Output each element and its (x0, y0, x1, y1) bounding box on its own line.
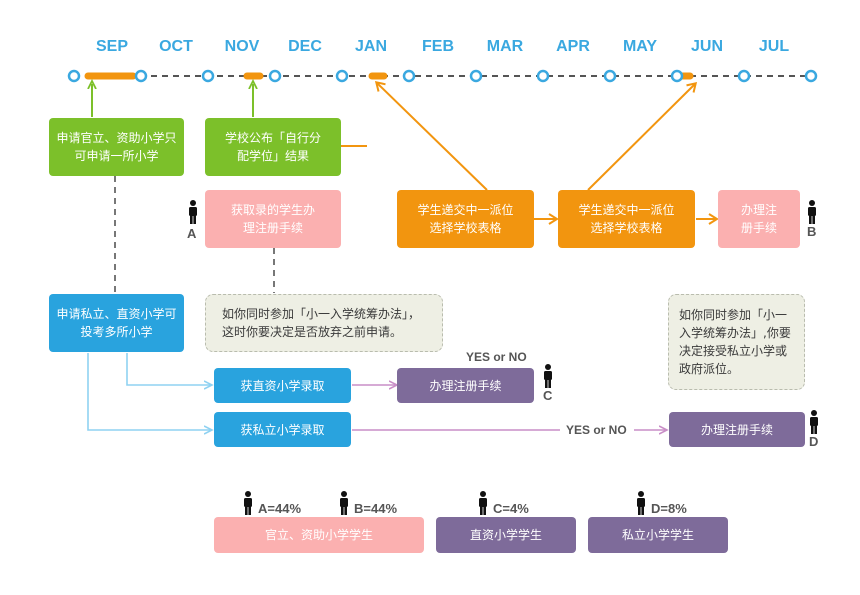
legend-stat-c: C=4% (493, 501, 529, 516)
box-register-d: 办理注册手续 (669, 412, 805, 447)
legend-box-direct-subsidy: 直资小学学生 (436, 517, 576, 553)
legend-stat-a: A=44% (258, 501, 301, 516)
label-b: B (807, 224, 817, 239)
arrow-private-to-direct (126, 353, 211, 385)
legend-stat-b: B=44% (354, 501, 397, 516)
month-feb: FEB (422, 38, 454, 55)
month-sep: SEP (95, 38, 128, 55)
yes-or-no-label-2: YES or NO (566, 423, 627, 437)
person-icon (244, 491, 252, 515)
month-jul: JUL (758, 38, 790, 55)
box-register-b: 办理注册手续 (718, 190, 800, 248)
arrow-private-to-privateadmit (87, 353, 211, 430)
month-dec: DEC (288, 38, 322, 55)
person-icon (340, 491, 348, 515)
box-apply-private-direct: 申请私立、直资小学可投考多所小学 (49, 294, 184, 352)
note-decide-abandon: 如你同时参加「小一入学统筹办法」，这时你要决定是否放弃之前申请。 (205, 294, 443, 352)
month-mar: MAR (486, 38, 524, 55)
month-jun: JUN (690, 38, 723, 55)
label-c: C (543, 388, 553, 403)
box-submit-form-2: 学生递交中一派位选择学校表格 (558, 190, 695, 248)
month-oct: OCT (159, 38, 193, 55)
box-submit-form-1: 学生递交中一派位选择学校表格 (397, 190, 534, 248)
person-icon (808, 200, 816, 224)
legend-box-private: 私立小学学生 (588, 517, 728, 553)
person-icon (189, 200, 197, 224)
label-d: D (809, 434, 819, 449)
box-apply-gov-aided: 申请官立、资助小学只可申请一所小学 (49, 118, 184, 176)
person-icon (810, 410, 818, 434)
month-apr: APR (556, 38, 590, 55)
box-school-announce: 学校公布「自行分配学位」结果 (205, 118, 341, 176)
box-private-admit: 获私立小学录取 (214, 412, 351, 447)
box-register-c: 办理注册手续 (397, 368, 534, 403)
arrow-form2-to-jun (587, 81, 698, 191)
timeline-dots (67, 69, 818, 83)
label-a: A (187, 226, 197, 241)
legend-stat-d: D=8% (651, 501, 687, 516)
arrow-form1-to-jan (374, 80, 488, 191)
yes-or-no-label-1: YES or NO (466, 350, 527, 364)
note-decide-accept: 如你同时参加「小一入学统筹办法」,你要决定接受私立小学或政府派位。 (668, 294, 805, 390)
box-direct-subsidy-admit: 获直资小学录取 (214, 368, 351, 403)
person-icon (637, 491, 645, 515)
month-nov: NOV (224, 38, 260, 55)
person-icon (544, 364, 552, 388)
month-jan: JAN (354, 38, 387, 55)
legend-box-gov-aided: 官立、资助小学学生 (214, 517, 424, 553)
month-may: MAY (622, 38, 658, 55)
person-icon (479, 491, 487, 515)
box-admitted-register: 获取录的学生办理注册手续 (205, 190, 341, 248)
